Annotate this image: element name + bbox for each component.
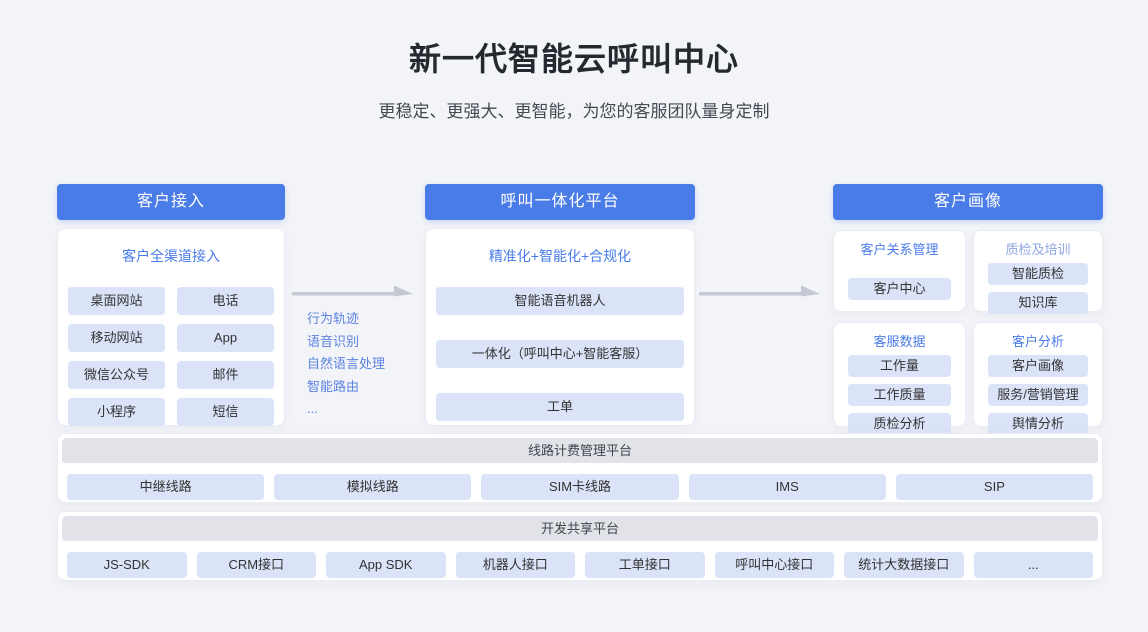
flow-label-ellipsis: ... xyxy=(307,401,318,416)
channel-chip-sms: 短信 xyxy=(177,398,274,426)
chip-qa-analysis: 质检分析 xyxy=(848,413,951,435)
group-title-crm: 客户关系管理 xyxy=(860,242,939,257)
chip-app-sdk: App SDK xyxy=(326,552,446,578)
platform-feature-list: 智能语音机器人 一体化（呼叫中心+智能客服） 工单 xyxy=(426,266,694,421)
channel-chip-miniprogram: 小程序 xyxy=(68,398,165,426)
panel-crm-management: 客户关系管理 客户中心 xyxy=(833,230,966,312)
crm-item-list: 客户中心 xyxy=(834,258,965,300)
channel-chip-mobile-site: 移动网站 xyxy=(68,324,165,352)
panel-title-platform: 精准化+智能化+合规化 xyxy=(488,248,632,264)
qa-item-list: 智能质检 知识库 xyxy=(974,258,1102,314)
chip-callcenter-api: 呼叫中心接口 xyxy=(714,552,834,578)
channel-chip-desktop-site: 桌面网站 xyxy=(68,287,165,315)
column-header-customer-profile: 客户画像 xyxy=(833,184,1103,220)
service-data-item-list: 工作量 工作质量 质检分析 xyxy=(834,350,965,435)
panel-customer-analysis: 客户分析 客户画像 服务/营销管理 舆情分析 xyxy=(973,322,1103,435)
panel-omnichannel-access: 客户全渠道接入 桌面网站 电话 移动网站 App 微信公众号 邮件 小程序 短信 xyxy=(57,228,285,426)
chip-ims: IMS xyxy=(688,474,886,500)
group-title-service-data: 客服数据 xyxy=(873,334,926,349)
flow-label-smart-routing: 智能路由 xyxy=(307,378,360,394)
chip-sim-line: SIM卡线路 xyxy=(481,474,679,500)
chip-workload: 工作量 xyxy=(848,355,951,377)
chip-trunk-line: 中继线路 xyxy=(67,474,265,500)
chip-customer-center: 客户中心 xyxy=(848,278,951,300)
channel-chip-phone: 电话 xyxy=(177,287,274,315)
panel-title-omnichannel: 客户全渠道接入 xyxy=(122,248,220,264)
feature-chip-integration: 一体化（呼叫中心+智能客服） xyxy=(436,340,684,368)
channel-chip-app: App xyxy=(177,324,274,352)
chip-ticket-api: 工单接口 xyxy=(585,552,705,578)
chip-js-sdk: JS-SDK xyxy=(67,552,187,578)
bar-title-line-billing: 线路计费管理平台 xyxy=(62,438,1098,463)
flow-arrow-icon xyxy=(292,283,414,299)
chip-knowledge-base: 知识库 xyxy=(988,292,1088,314)
panel-call-platform: 精准化+智能化+合规化 智能语音机器人 一体化（呼叫中心+智能客服） 工单 xyxy=(425,228,695,426)
dev-interface-list: JS-SDK CRM接口 App SDK 机器人接口 工单接口 呼叫中心接口 统… xyxy=(58,541,1102,578)
flow-label-behavior-track: 行为轨迹 xyxy=(307,311,360,326)
chip-more-ellipsis: ... xyxy=(973,552,1093,578)
bar-dev-sharing-platform: 开发共享平台 JS-SDK CRM接口 App SDK 机器人接口 工单接口 呼… xyxy=(57,511,1103,581)
feature-chip-voice-robot: 智能语音机器人 xyxy=(436,287,684,315)
chip-customer-portrait: 客户画像 xyxy=(988,355,1088,377)
chip-smart-qa: 智能质检 xyxy=(988,263,1088,285)
panel-service-data: 客服数据 工作量 工作质量 质检分析 xyxy=(833,322,966,435)
group-title-customer-analysis: 客户分析 xyxy=(1011,334,1064,349)
line-type-list: 中继线路 模拟线路 SIM卡线路 IMS SIP xyxy=(58,463,1102,500)
chip-analog-line: 模拟线路 xyxy=(274,474,472,500)
chip-sentiment-analysis: 舆情分析 xyxy=(988,413,1088,435)
chip-sip: SIP xyxy=(895,474,1094,500)
flow-label-speech-recognition: 语音识别 xyxy=(307,333,360,349)
chip-service-marketing: 服务/营销管理 xyxy=(988,384,1088,406)
column-header-call-platform: 呼叫一体化平台 xyxy=(425,184,695,220)
panel-qa-training: 质检及培训 智能质检 知识库 xyxy=(973,230,1103,314)
customer-analysis-item-list: 客户画像 服务/营销管理 舆情分析 xyxy=(974,350,1102,435)
column-header-customer-access: 客户接入 xyxy=(57,184,285,220)
group-title-qa-training: 质检及培训 xyxy=(1005,242,1071,257)
chip-robot-api: 机器人接口 xyxy=(455,552,575,578)
flow-capability-labels: 行为轨迹 语音识别 自然语言处理 智能路由 ... xyxy=(307,308,385,421)
page-subtitle: 更稳定、更强大、更智能，为您的客服团队量身定制 xyxy=(378,102,770,121)
chip-bigdata-api: 统计大数据接口 xyxy=(844,552,964,578)
bar-title-dev-sharing: 开发共享平台 xyxy=(62,516,1098,541)
bar-line-billing-platform: 线路计费管理平台 中继线路 模拟线路 SIM卡线路 IMS SIP xyxy=(57,433,1103,503)
channel-chip-email: 邮件 xyxy=(177,361,274,389)
flow-label-nlp: 自然语言处理 xyxy=(307,356,386,371)
flow-arrow-icon xyxy=(699,283,821,299)
feature-chip-ticket: 工单 xyxy=(436,393,684,421)
access-channel-grid: 桌面网站 电话 移动网站 App 微信公众号 邮件 小程序 短信 xyxy=(58,266,284,426)
page-title: 新一代智能云呼叫中心 xyxy=(408,41,739,77)
channel-chip-wechat: 微信公众号 xyxy=(68,361,165,389)
chip-work-quality: 工作质量 xyxy=(848,384,951,406)
chip-crm-api: CRM接口 xyxy=(196,552,316,578)
